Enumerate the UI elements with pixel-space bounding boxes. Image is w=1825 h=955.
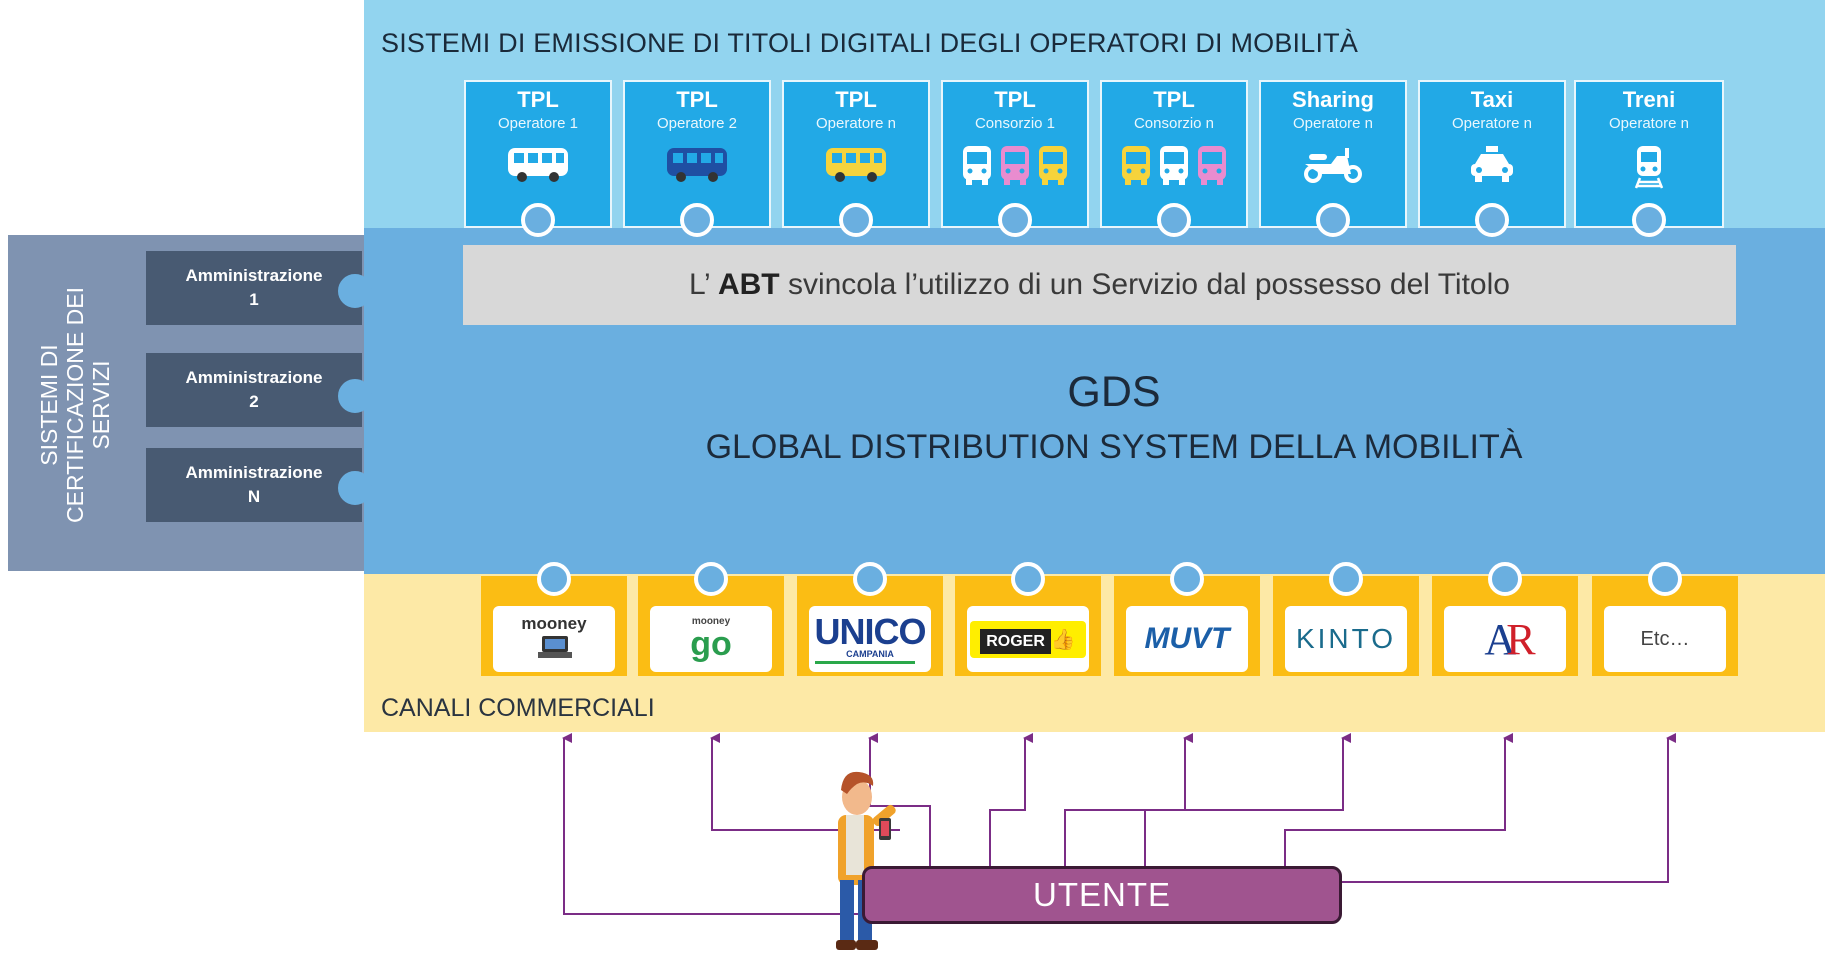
operator-connector <box>1157 203 1191 237</box>
operator-subtitle: Consorzio 1 <box>974 115 1056 132</box>
operator-icons <box>784 144 928 186</box>
operator-connector <box>1316 203 1350 237</box>
operator-icons <box>943 144 1087 186</box>
channel-connector <box>1488 562 1522 596</box>
gds-subtitle: GLOBAL DISTRIBUTION SYSTEM DELLA MOBILIT… <box>705 428 1523 466</box>
channel-connector <box>1170 562 1204 596</box>
operator-subtitle: Operatore 2 <box>656 115 738 132</box>
operators-band-title: SISTEMI DI EMISSIONE DI TITOLI DIGITALI … <box>381 28 1359 58</box>
operator-icons <box>1261 144 1405 186</box>
operator-subtitle: Operatore n <box>1292 115 1374 132</box>
bus-front-icon <box>960 144 994 186</box>
bus-front-icon <box>1157 144 1191 186</box>
channel-connector <box>537 562 571 596</box>
admin-number: N <box>247 487 261 506</box>
user-to-channel-arrow <box>1284 733 1513 866</box>
operator-connector <box>1632 203 1666 237</box>
channel-logo: AR <box>1444 606 1566 672</box>
operator-icons <box>1576 144 1722 189</box>
channel-logo: KINTO <box>1285 606 1407 672</box>
user-to-channel-arrow <box>1144 733 1351 866</box>
user-to-channel-arrow <box>562 733 862 915</box>
admin-connector <box>338 379 372 413</box>
channel-connector <box>1329 562 1363 596</box>
channel-connector <box>1648 562 1682 596</box>
abt-prefix: L’ <box>689 268 718 301</box>
admin-label: Amministrazione <box>185 463 323 482</box>
operator-icons <box>1102 144 1246 186</box>
channel-logo: Etc… <box>1604 606 1726 672</box>
admin-connector <box>338 274 372 308</box>
user-to-channel-arrow <box>1064 733 1193 866</box>
operator-connector <box>521 203 555 237</box>
operator-icons <box>1420 144 1564 186</box>
operator-title: TPL <box>1153 87 1195 112</box>
admin-box-2: Amministrazione 2 <box>146 353 362 427</box>
channels-label: CANALI COMMERCIALI <box>381 694 655 722</box>
operator-title: Treni <box>1622 87 1676 112</box>
user-to-channel-arrow <box>868 733 931 866</box>
operator-title: Taxi <box>1470 87 1514 112</box>
admin-connector <box>338 471 372 505</box>
scooter-icon <box>1301 144 1365 186</box>
operator-subtitle: Consorzio n <box>1133 115 1215 132</box>
abt-text: svincola l’utilizzo di un Servizio dal p… <box>779 268 1510 301</box>
operator-subtitle: Operatore n <box>1608 115 1690 132</box>
connector-knobs <box>338 203 1682 596</box>
channel-connector <box>853 562 887 596</box>
admin-number: 2 <box>249 392 259 411</box>
user-to-channel-arrow <box>1342 733 1676 883</box>
operator-card: TPL Operatore n <box>782 80 930 228</box>
operator-title: TPL <box>994 87 1036 112</box>
operator-title: TPL <box>676 87 718 112</box>
admin-label: Amministrazione <box>185 266 323 285</box>
admin-number: 1 <box>249 290 259 309</box>
gds-title: GDS <box>1067 368 1161 416</box>
channel-connector <box>694 562 728 596</box>
operator-card: TPL Operatore 1 <box>464 80 612 228</box>
admin-label: Amministrazione <box>185 368 323 387</box>
user-to-channel-arrow <box>710 733 900 831</box>
operator-subtitle: Operatore 1 <box>497 115 579 132</box>
operator-connector <box>680 203 714 237</box>
train-icon <box>1632 144 1666 189</box>
user-arrows <box>562 733 1676 915</box>
bus-icon <box>824 144 888 186</box>
operator-title: TPL <box>835 87 877 112</box>
bus-icon <box>506 144 570 186</box>
bus-icon <box>665 144 729 186</box>
user-to-channel-arrow <box>989 733 1033 866</box>
channel-connector <box>1011 562 1045 596</box>
operator-connector <box>998 203 1032 237</box>
channel-card-kinto: KINTO <box>1271 574 1421 678</box>
admin-box-n: Amministrazione N <box>146 448 362 522</box>
channel-logo: mooney <box>493 606 615 672</box>
abt-keyword: ABT <box>717 268 780 301</box>
channel-logo: MUVT <box>1126 606 1248 672</box>
bus-front-icon <box>998 144 1032 186</box>
operator-icons <box>625 144 769 186</box>
bus-front-icon <box>1036 144 1070 186</box>
user-box: UTENTE <box>862 866 1342 924</box>
operator-title: Sharing <box>1292 87 1374 112</box>
channel-logo: ROGER👍 <box>967 606 1089 672</box>
operator-connector <box>1475 203 1509 237</box>
operator-subtitle: Operatore n <box>1451 115 1533 132</box>
taxi-icon <box>1467 144 1517 186</box>
operator-subtitle: Operatore n <box>815 115 897 132</box>
operator-title: TPL <box>517 87 559 112</box>
abt-banner: L’ ABT svincola l’utilizzo di un Servizi… <box>463 245 1736 325</box>
admin-box-1: Amministrazione 1 <box>146 251 362 325</box>
bus-front-icon <box>1119 144 1153 186</box>
operator-connector <box>839 203 873 237</box>
bus-front-icon <box>1195 144 1229 186</box>
operator-icons <box>466 144 610 186</box>
